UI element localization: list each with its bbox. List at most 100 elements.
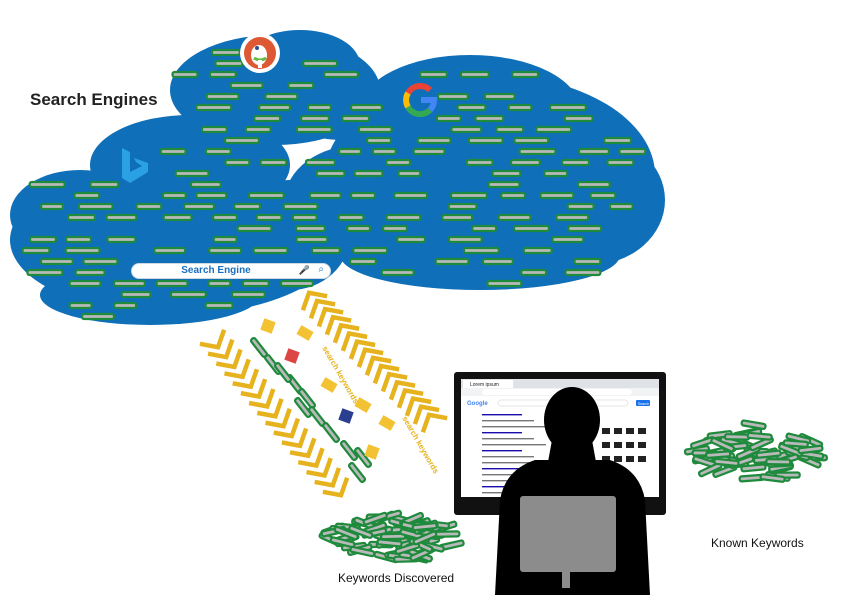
keyword-pill [255, 213, 283, 222]
keyword-pill [393, 191, 429, 200]
keyword-pill [291, 213, 318, 222]
keyword-pill [161, 191, 187, 200]
chevron-arrow-icon [265, 407, 292, 429]
pile-keyword-pill [434, 530, 461, 538]
keyword-pill [223, 136, 261, 145]
browser-image-thumb [638, 442, 646, 448]
keyword-pill [80, 312, 116, 321]
keyword-pill [555, 213, 590, 222]
keyword-pill [195, 103, 233, 112]
keyword-pill [535, 125, 573, 134]
browser-image-thumb [602, 456, 610, 462]
keyword-pill [253, 114, 282, 123]
keyword-pill [435, 114, 462, 123]
chevron-arrow-icon [297, 447, 325, 469]
keyword-pill [353, 169, 384, 178]
keyword-pill [135, 202, 163, 211]
keyword-pill [155, 279, 189, 288]
keyword-pill [456, 103, 487, 112]
keyword-pill [371, 147, 397, 156]
pile-keyword-pill [740, 463, 767, 473]
chevron-arrow-icon [322, 477, 350, 498]
keyword-pill [385, 158, 412, 167]
keyword-pill [577, 147, 611, 156]
keyword-pill [68, 279, 102, 288]
keyword-pill [153, 246, 187, 255]
keyword-pill [573, 257, 602, 266]
keyword-pill [567, 224, 603, 233]
duckduckgo-icon [240, 33, 280, 73]
pile-keyword-pill [782, 439, 809, 448]
envelope-icon [354, 397, 372, 413]
browser-search-button[interactable]: Search [638, 402, 649, 406]
browser-image-thumb [602, 428, 610, 434]
media-thumbnail-icon [284, 348, 300, 364]
keyword-pill [495, 125, 525, 134]
keyword-pill [66, 213, 97, 222]
keyword-pill [509, 158, 542, 167]
chevron-arrow-icon [396, 387, 424, 409]
keyword-pill [210, 48, 241, 57]
search-engine-placeholder: Search Engine [181, 265, 251, 276]
keyword-pill [230, 290, 267, 299]
chair-icon [520, 496, 616, 588]
keyword-pill [28, 235, 58, 244]
search-engine-box[interactable]: Search Engine 🎤 ⌕ [132, 264, 330, 278]
keyword-pill [26, 268, 64, 277]
envelope-icon [296, 325, 314, 341]
flow-keywords [249, 318, 396, 483]
chevron-arrow-icon [199, 329, 227, 350]
keyword-pill [252, 246, 289, 255]
browser-tab-title: Lorem ipsum [470, 382, 499, 388]
keyword-pill [287, 81, 315, 90]
pile-keyword-pill [746, 431, 773, 441]
known-keywords-label: Known Keywords [711, 536, 804, 550]
chevron-arrow-icon [306, 457, 333, 479]
keyword-pill [418, 70, 449, 79]
keyword-pill [465, 158, 494, 167]
keyword-pill [563, 114, 594, 123]
flow-keyword-pill [353, 447, 373, 468]
browser-result-line [482, 456, 534, 458]
keyword-pill [106, 235, 137, 244]
chevron-arrow-icon [308, 298, 336, 320]
pile-keyword-pill [379, 532, 407, 541]
chevron-arrow-icon [316, 306, 344, 328]
keyword-pill [39, 257, 74, 266]
media-thumbnail-icon [338, 408, 354, 424]
flow-keyword-pill [347, 462, 367, 483]
keyword-pill [229, 81, 264, 90]
chevron-arrow-icon [240, 378, 268, 400]
keyword-pill [259, 158, 288, 167]
flow-keyword-pill [249, 337, 269, 358]
keyword-pill [306, 103, 333, 112]
keyword-pill [380, 268, 415, 277]
keyword-pill [200, 125, 228, 134]
keyword-pill [459, 70, 490, 79]
keyword-pill [337, 213, 365, 222]
keyword-pill [436, 92, 470, 101]
keyword-pill [365, 136, 393, 145]
keyword-pill [207, 279, 232, 288]
keywords-discovered-label: Keywords Discovered [338, 571, 455, 585]
keyword-pill [520, 268, 548, 277]
mic-icon[interactable]: 🎤 [298, 265, 310, 275]
browser-image-thumb [626, 442, 634, 448]
media-thumbnail-icon [364, 444, 380, 460]
keyword-pill [224, 158, 251, 167]
keyword-pill [576, 180, 611, 189]
flow-keyword-pill [339, 440, 359, 461]
keyword-pill [416, 136, 452, 145]
chevron-arrow-icon [388, 379, 416, 401]
pile-keyword-pill [705, 450, 732, 459]
envelope-icon [320, 377, 338, 393]
keyword-pill [295, 235, 329, 244]
pile-keyword-pill [349, 545, 376, 558]
keyword-pill [551, 235, 585, 244]
magnifier-icon[interactable]: ⌕ [318, 264, 324, 275]
browser-result-line [482, 432, 522, 434]
chevron-arrow-icon [314, 467, 342, 488]
keyword-pill [82, 257, 119, 266]
flow-keyword-pill [293, 397, 313, 418]
keyword-pill [513, 136, 550, 145]
